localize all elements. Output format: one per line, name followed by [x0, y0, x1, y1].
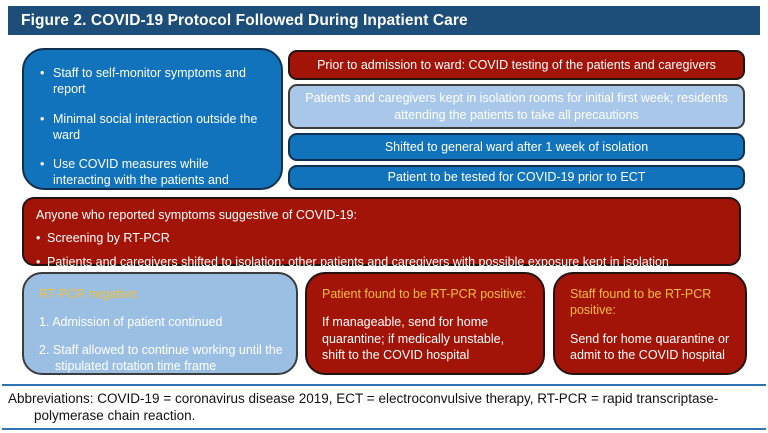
admission-step-ect-testing: Patient to be tested for COVID-19 prior … [288, 165, 745, 190]
step-text: Shifted to general ward after 1 week of … [384, 139, 649, 154]
symptomatic-protocol-box: Anyone who reported symptoms suggestive … [22, 197, 741, 270]
outcome-patient-positive-box: Patient found to be RT-PCR positive: If … [305, 272, 545, 375]
list-item: Staff to self-monitor symptoms and repor… [40, 65, 269, 98]
outcome-title: RT-PCR negative: [39, 287, 140, 301]
outcome-title: Patient found to be RT-PCR positive: [322, 287, 527, 301]
list-item: Patients and caregivers shifted to isola… [36, 254, 727, 271]
abbreviations-line-2: polymerase chain reaction. [34, 408, 196, 423]
symptomatic-protocol-title: Anyone who reported symptoms suggestive … [36, 208, 357, 222]
footer-bottom-rule [2, 428, 766, 430]
footer-top-rule [2, 384, 766, 386]
outcome-negative-box: RT-PCR negative: 1. Admission of patient… [22, 272, 298, 375]
admission-step-covid-testing: Prior to admission to ward: COVID testin… [288, 50, 745, 80]
outcome-title: Staff found to be RT-PCR positive: [570, 287, 712, 318]
abbreviations-note: Abbreviations: COVID-19 = coronavirus di… [8, 390, 760, 424]
list-item: Minimal social interaction outside the w… [40, 111, 269, 144]
staff-precautions-box: Staff to self-monitor symptoms and repor… [22, 48, 283, 204]
admission-step-isolation-week: Patients and caregivers kept in isolatio… [288, 84, 745, 129]
abbreviations-line-1: Abbreviations: COVID-19 = coronavirus di… [8, 391, 719, 406]
step-text: Prior to admission to ward: COVID testin… [317, 57, 716, 72]
figure-title: Figure 2. COVID-19 Protocol Followed Dur… [21, 12, 468, 29]
list-item: 2. Staff allowed to continue working unt… [39, 342, 283, 373]
step-text: Patients and caregivers kept in isolatio… [305, 91, 728, 122]
list-item: 1. Admission of patient continued [39, 315, 223, 330]
outcome-body: If manageable, send for home quarantine;… [322, 315, 505, 362]
list-item: Screening by RT-PCR [36, 230, 727, 247]
step-text: Patient to be tested for COVID-19 prior … [387, 170, 646, 185]
admission-step-general-ward: Shifted to general ward after 1 week of … [288, 133, 745, 161]
outcome-staff-positive-box: Staff found to be RT-PCR positive: Send … [553, 272, 747, 375]
figure-title-bar: Figure 2. COVID-19 Protocol Followed Dur… [8, 6, 760, 35]
outcome-body: Send for home quarantine or admit to the… [570, 331, 730, 362]
